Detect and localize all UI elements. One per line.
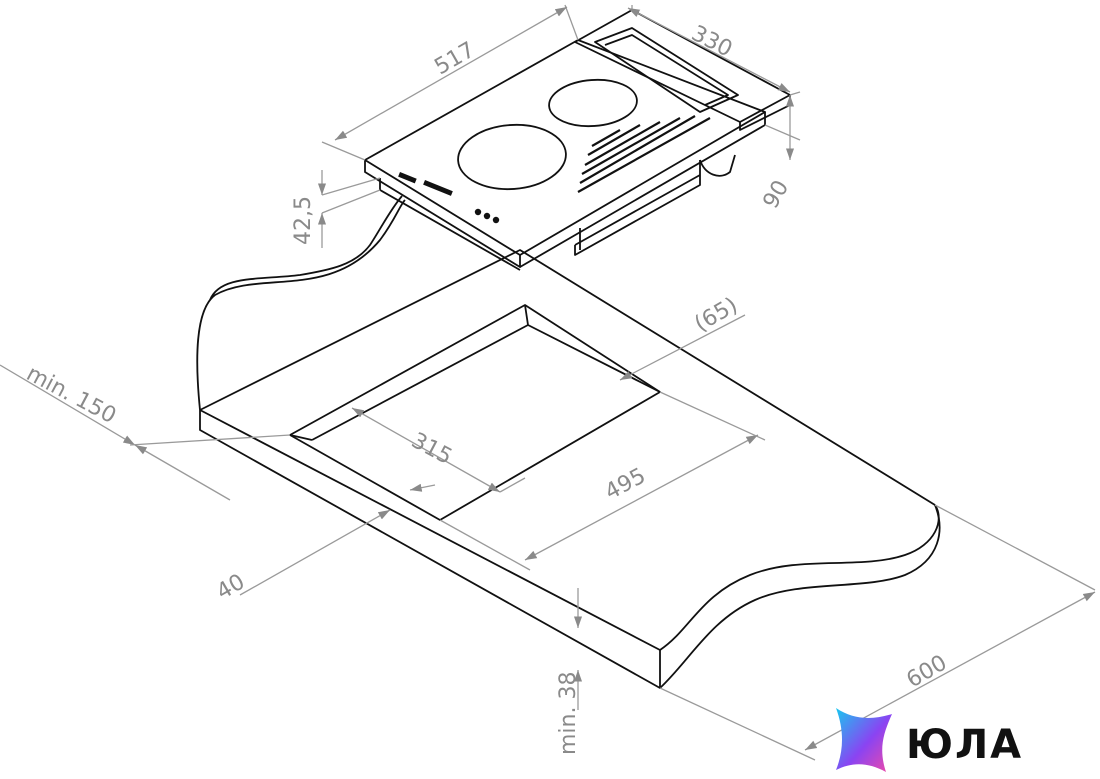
hob-unit (209, 9, 791, 301)
label-cutout-width: 495 (601, 464, 650, 506)
burner-large (457, 123, 567, 191)
brand-logo-icon (836, 708, 892, 772)
vent-slats (577, 115, 711, 193)
control-panel (398, 171, 500, 224)
label-front-distance: 40 (213, 570, 250, 606)
countertop (196, 199, 941, 689)
brand-logo: ЮЛА (836, 708, 1023, 772)
dimension-labels: 517 330 90 42,5 (65) 315 495 min. 150 40… (22, 21, 951, 755)
label-counter-thickness: min. 38 (556, 672, 581, 755)
burner-small (548, 78, 638, 128)
label-hob-width: 517 (431, 38, 480, 81)
dimension-lines (0, 4, 1096, 761)
label-hob-depth: 330 (687, 21, 736, 62)
label-wall-distance: min. 150 (22, 361, 120, 429)
label-hood-height: 90 (759, 176, 795, 213)
label-cutout-depth: 315 (407, 428, 456, 470)
label-counter-depth: 600 (903, 651, 952, 694)
label-hob-height: 42,5 (291, 196, 316, 245)
brand-logo-text: ЮЛА (906, 722, 1023, 768)
